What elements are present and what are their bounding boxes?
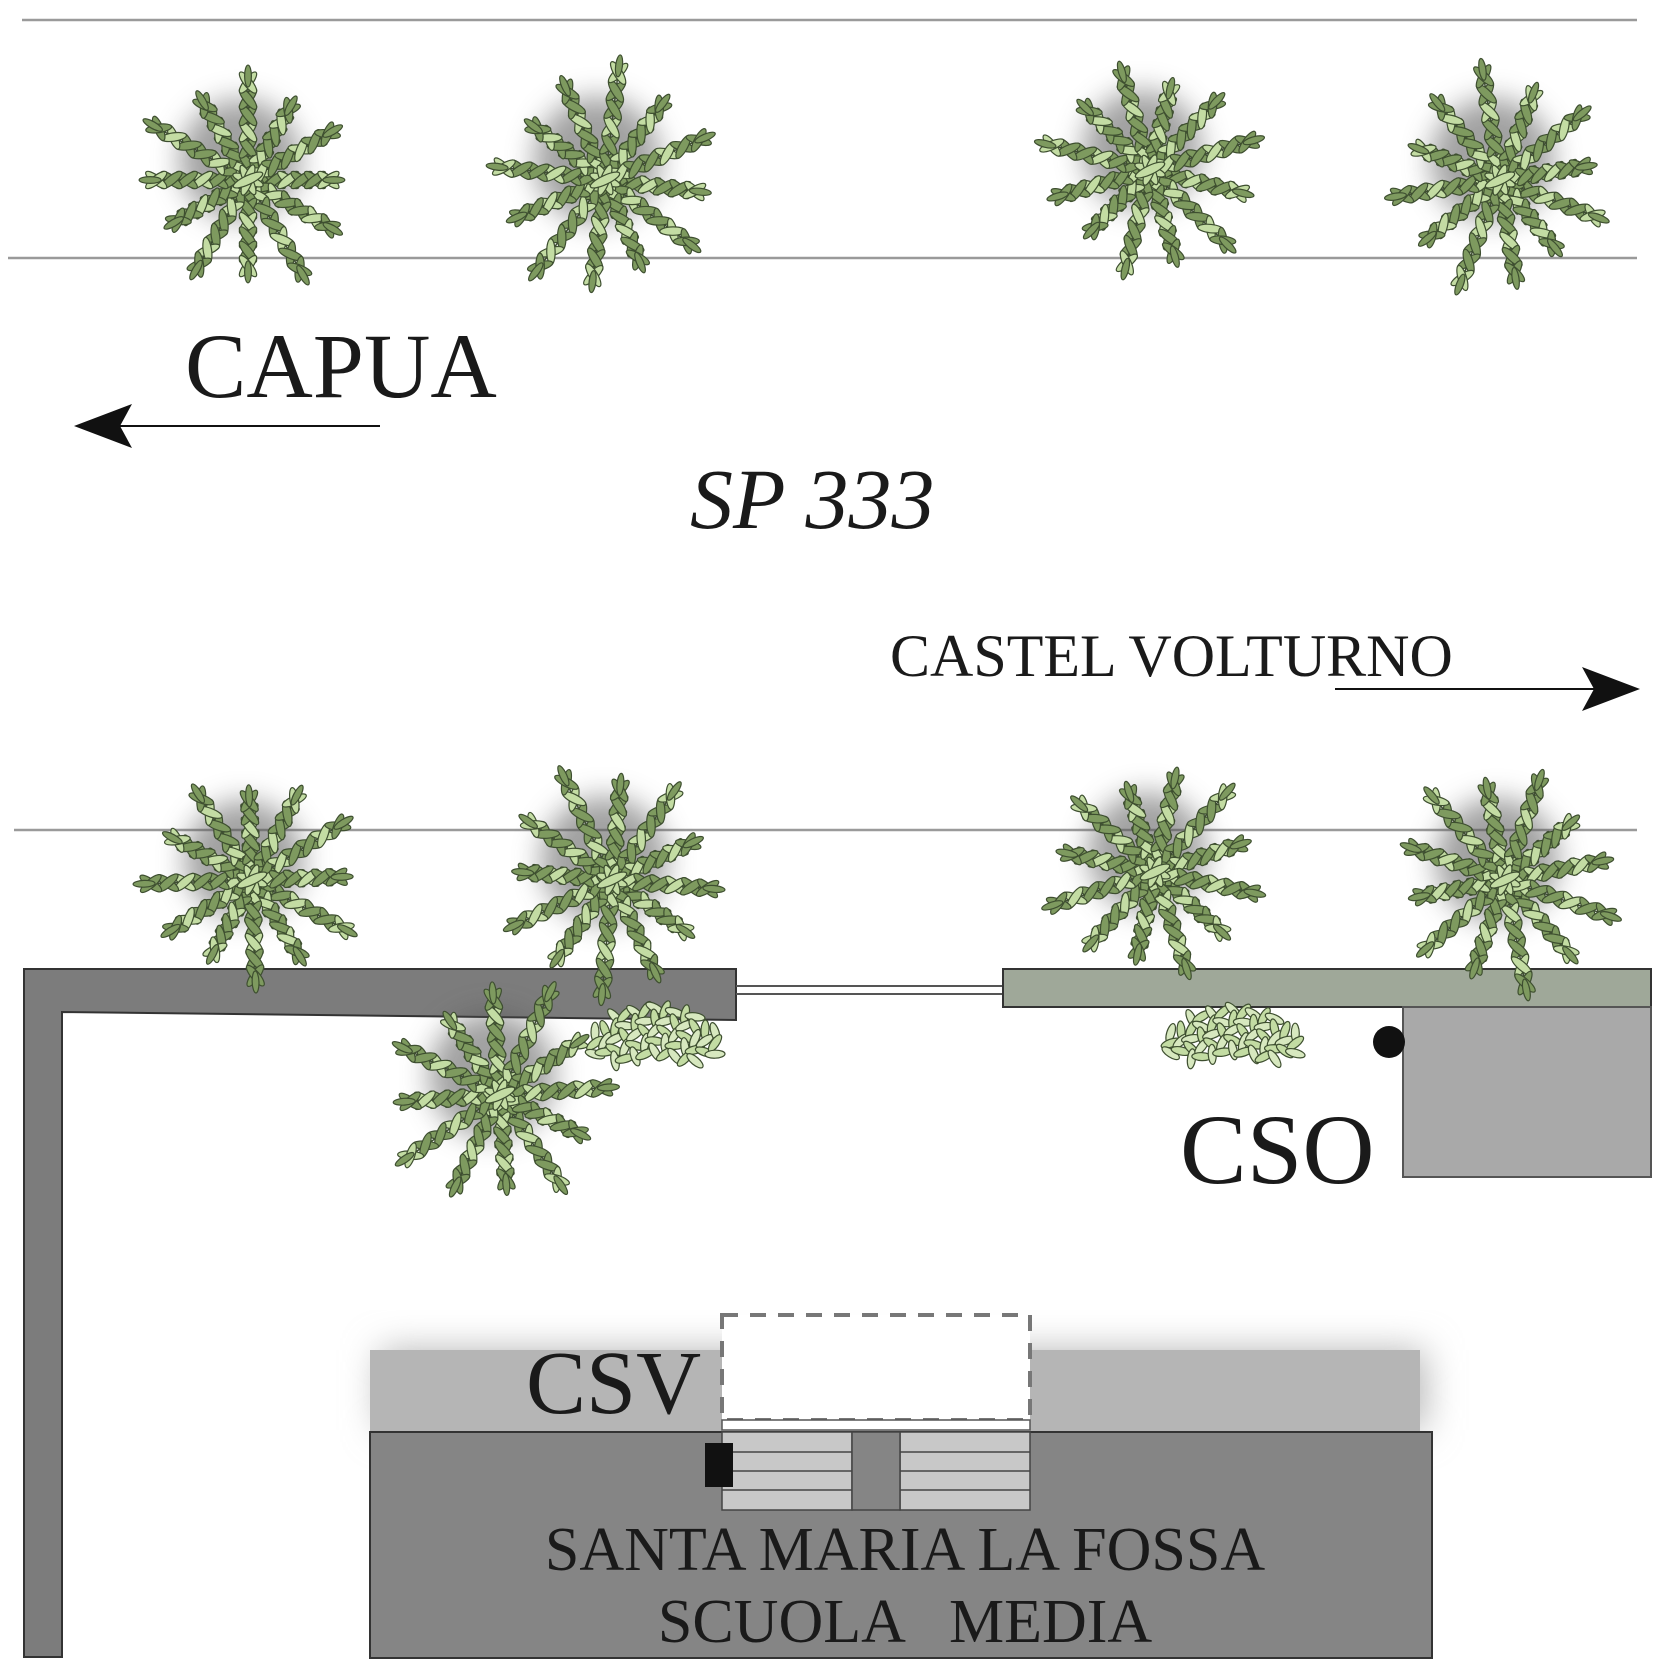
- arrow-west-icon: [74, 404, 380, 448]
- shrub-icon: [584, 1000, 726, 1072]
- tree-icon: [502, 765, 726, 1007]
- arrow-east-icon: [1335, 667, 1640, 711]
- building-name-line2: SCUOLA MEDIA: [658, 1588, 1153, 1656]
- entrance-canopy-outline: [720, 1313, 1032, 1422]
- station-label-cso: CSO: [1180, 1094, 1375, 1205]
- direction-label-castel-volturno: CASTEL VOLTURNO: [890, 623, 1453, 689]
- boundary-wall-west: [23, 968, 737, 1658]
- entrance-steps-left: [721, 1431, 853, 1511]
- tree-icon: [1033, 60, 1266, 281]
- station-label-csv: CSV: [526, 1334, 701, 1433]
- csv-sensor-marker: [705, 1443, 733, 1487]
- road-name-label: SP 333: [690, 451, 934, 547]
- tree-icon: [1399, 768, 1622, 1002]
- tree-row-south: [132, 765, 1622, 1007]
- annex-building: [1402, 1006, 1652, 1178]
- gate: [736, 985, 1003, 995]
- tree-icon: [1383, 57, 1610, 296]
- direction-label-capua: CAPUA: [185, 315, 497, 417]
- tree-row-north: [138, 54, 1610, 296]
- tree-icon: [391, 981, 620, 1198]
- tree-icon: [138, 64, 346, 286]
- building-name-line1: SANTA MARIA LA FOSSA: [545, 1516, 1265, 1584]
- entrance-pillar: [851, 1431, 901, 1511]
- boundary-wall-east: [1002, 968, 1652, 1008]
- shrub-icon: [1160, 1001, 1306, 1070]
- school-building: CSV SANTA MARIA LA FOSSA SCUOLA MEDIA: [369, 1313, 1433, 1659]
- cso-sensor-marker: [1373, 1026, 1405, 1058]
- tree-icon: [485, 54, 716, 294]
- tree-icon: [1041, 766, 1267, 981]
- entrance-steps-right: [899, 1431, 1031, 1511]
- tree-icon: [132, 783, 358, 994]
